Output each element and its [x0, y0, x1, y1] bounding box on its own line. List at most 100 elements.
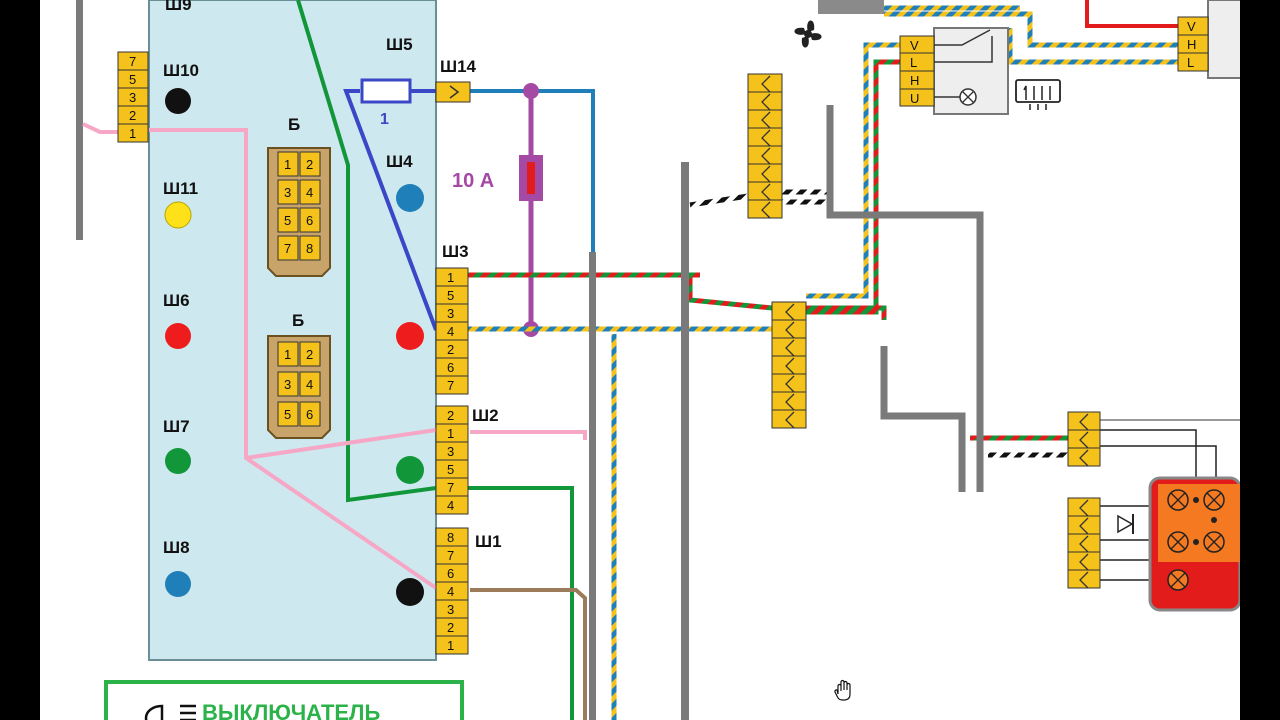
label-sh11: Ш11 [163, 179, 198, 198]
relay-unit: V L H U [899, 27, 1009, 115]
connector-b-top-label: Б [288, 115, 300, 134]
wire-green-internal [296, 0, 437, 503]
connector-b-bottom-label: Б [292, 311, 304, 330]
connector-b-top-body [267, 147, 331, 277]
label-sh10: Ш10 [163, 61, 199, 80]
socket-dot-sh2 [396, 456, 424, 484]
sh3-pin: 2 [447, 342, 454, 357]
wire-yellow-blue-switch-l [1007, 28, 1178, 65]
b-bottom-pin: 3 [284, 377, 291, 392]
mounting-block-panel [148, 0, 437, 661]
sh10-pin: 1 [129, 126, 136, 141]
fan-icon [794, 20, 822, 48]
wire-pink-internal [149, 128, 438, 590]
sh1-pin: 8 [447, 530, 454, 545]
rear-window-heater-icon [1015, 79, 1061, 110]
connector-b-top-pins: 1 2 3 4 5 6 7 8 [277, 151, 321, 261]
connector-sh3: 1 5 3 4 2 6 7 [435, 267, 469, 395]
socket-dot-sh4 [396, 184, 424, 212]
terminal-block-lamp-lower [1067, 497, 1101, 589]
b-bottom-pin: 5 [284, 407, 291, 422]
relay-pin: H [910, 73, 919, 88]
sh10-pin: 7 [129, 54, 136, 69]
socket-dot-sh3 [396, 322, 424, 350]
b-top-pin: 7 [284, 241, 291, 256]
socket-dot-sh11 [164, 201, 192, 229]
sh2-pin: 1 [447, 426, 454, 441]
sh10-pin: 5 [129, 72, 136, 87]
sh1-pin: 2 [447, 620, 454, 635]
sh3-pin: 6 [447, 360, 454, 375]
connector-sh14 [435, 81, 471, 103]
gray-harness-3 [826, 105, 984, 492]
wire-pink-left [82, 122, 118, 134]
label-sh2: Ш2 [472, 406, 499, 425]
wire-green-ext [436, 486, 574, 720]
sh1-pin: 1 [447, 638, 454, 653]
junction-top [523, 83, 539, 99]
label-sh5: Ш5 [386, 35, 413, 54]
wire-blue-sh14 [470, 89, 595, 252]
relay-pin: L [910, 55, 917, 70]
gray-harness-2 [681, 162, 689, 720]
b-bottom-pin: 4 [306, 377, 313, 392]
label-sh8: Ш8 [163, 538, 190, 557]
connector-sh2: 2 1 3 5 7 4 [435, 405, 469, 515]
socket-dot-sh1 [396, 578, 424, 606]
sh1-pin: 3 [447, 602, 454, 617]
label-sh9: Ш9 [165, 0, 192, 14]
sh3-pin: 1 [447, 270, 454, 285]
switch-pin: H [1187, 37, 1196, 52]
sh1-pin: 7 [447, 548, 454, 563]
diagram-frame: Ш9 Ш10 Ш11 Ш6 Ш7 Ш8 Ш5 Ш14 Ш4 Ш3 Ш2 Ш1 Б… [40, 0, 1240, 720]
wire-navy-fuse [343, 89, 438, 331]
gray-harness-top [818, 0, 884, 14]
b-top-pin: 1 [284, 157, 291, 172]
connector-sh1: 8 7 6 4 3 2 1 [435, 527, 469, 655]
fuse-number-label: 1 [380, 111, 389, 128]
sh1-pin: 4 [447, 584, 454, 599]
switch-title-box [104, 680, 464, 720]
switch-pin: L [1187, 55, 1194, 70]
headlight-icon [144, 704, 196, 720]
socket-dot-sh10 [165, 88, 191, 114]
b-top-pin: 4 [306, 185, 313, 200]
switch-title-text: ВЫКЛЮЧАТЕЛЬ [202, 700, 380, 720]
wire-pink-ext [470, 430, 587, 440]
label-sh14: Ш14 [440, 57, 477, 76]
wire-black-white-left [689, 193, 749, 208]
sh2-pin: 2 [447, 408, 454, 423]
gray-harness-4 [880, 346, 966, 492]
label-sh3: Ш3 [442, 242, 469, 261]
hand-cursor-icon [834, 679, 851, 701]
connector-b-bottom-pins: 1 2 3 4 5 6 [277, 341, 321, 427]
sh3-pin: 5 [447, 288, 454, 303]
label-sh1: Ш1 [475, 532, 502, 551]
b-top-pin: 3 [284, 185, 291, 200]
sh3-pin: 7 [447, 378, 454, 393]
terminal-block-middle [771, 301, 807, 429]
socket-dot-sh7 [165, 448, 191, 474]
diode-symbol [1117, 514, 1134, 534]
label-sh7: Ш7 [163, 417, 190, 436]
connector-sh10: 7 5 3 2 1 [117, 51, 149, 143]
relay-pin: U [910, 91, 919, 106]
b-bottom-pin: 6 [306, 407, 313, 422]
relay-pin: V [910, 38, 919, 53]
b-top-pin: 6 [306, 213, 313, 228]
wire-yellow-blue-relay-v [806, 42, 900, 299]
fuse-10a-element [527, 162, 535, 194]
switch-pin: V [1187, 19, 1196, 34]
socket-dot-sh8 [165, 571, 191, 597]
sh2-pin: 7 [447, 480, 454, 495]
sh3-pin: 3 [447, 306, 454, 321]
wire-pink-sh2 [245, 428, 437, 460]
socket-dot-sh6 [165, 323, 191, 349]
label-sh4: Ш4 [386, 152, 413, 171]
fuse-rating-label: 10 А [452, 170, 494, 192]
sh2-pin: 3 [447, 444, 454, 459]
wire-yellow-blue-switch-h [884, 11, 1178, 48]
switch-connector: V H L [1177, 0, 1240, 79]
b-top-pin: 5 [284, 213, 291, 228]
